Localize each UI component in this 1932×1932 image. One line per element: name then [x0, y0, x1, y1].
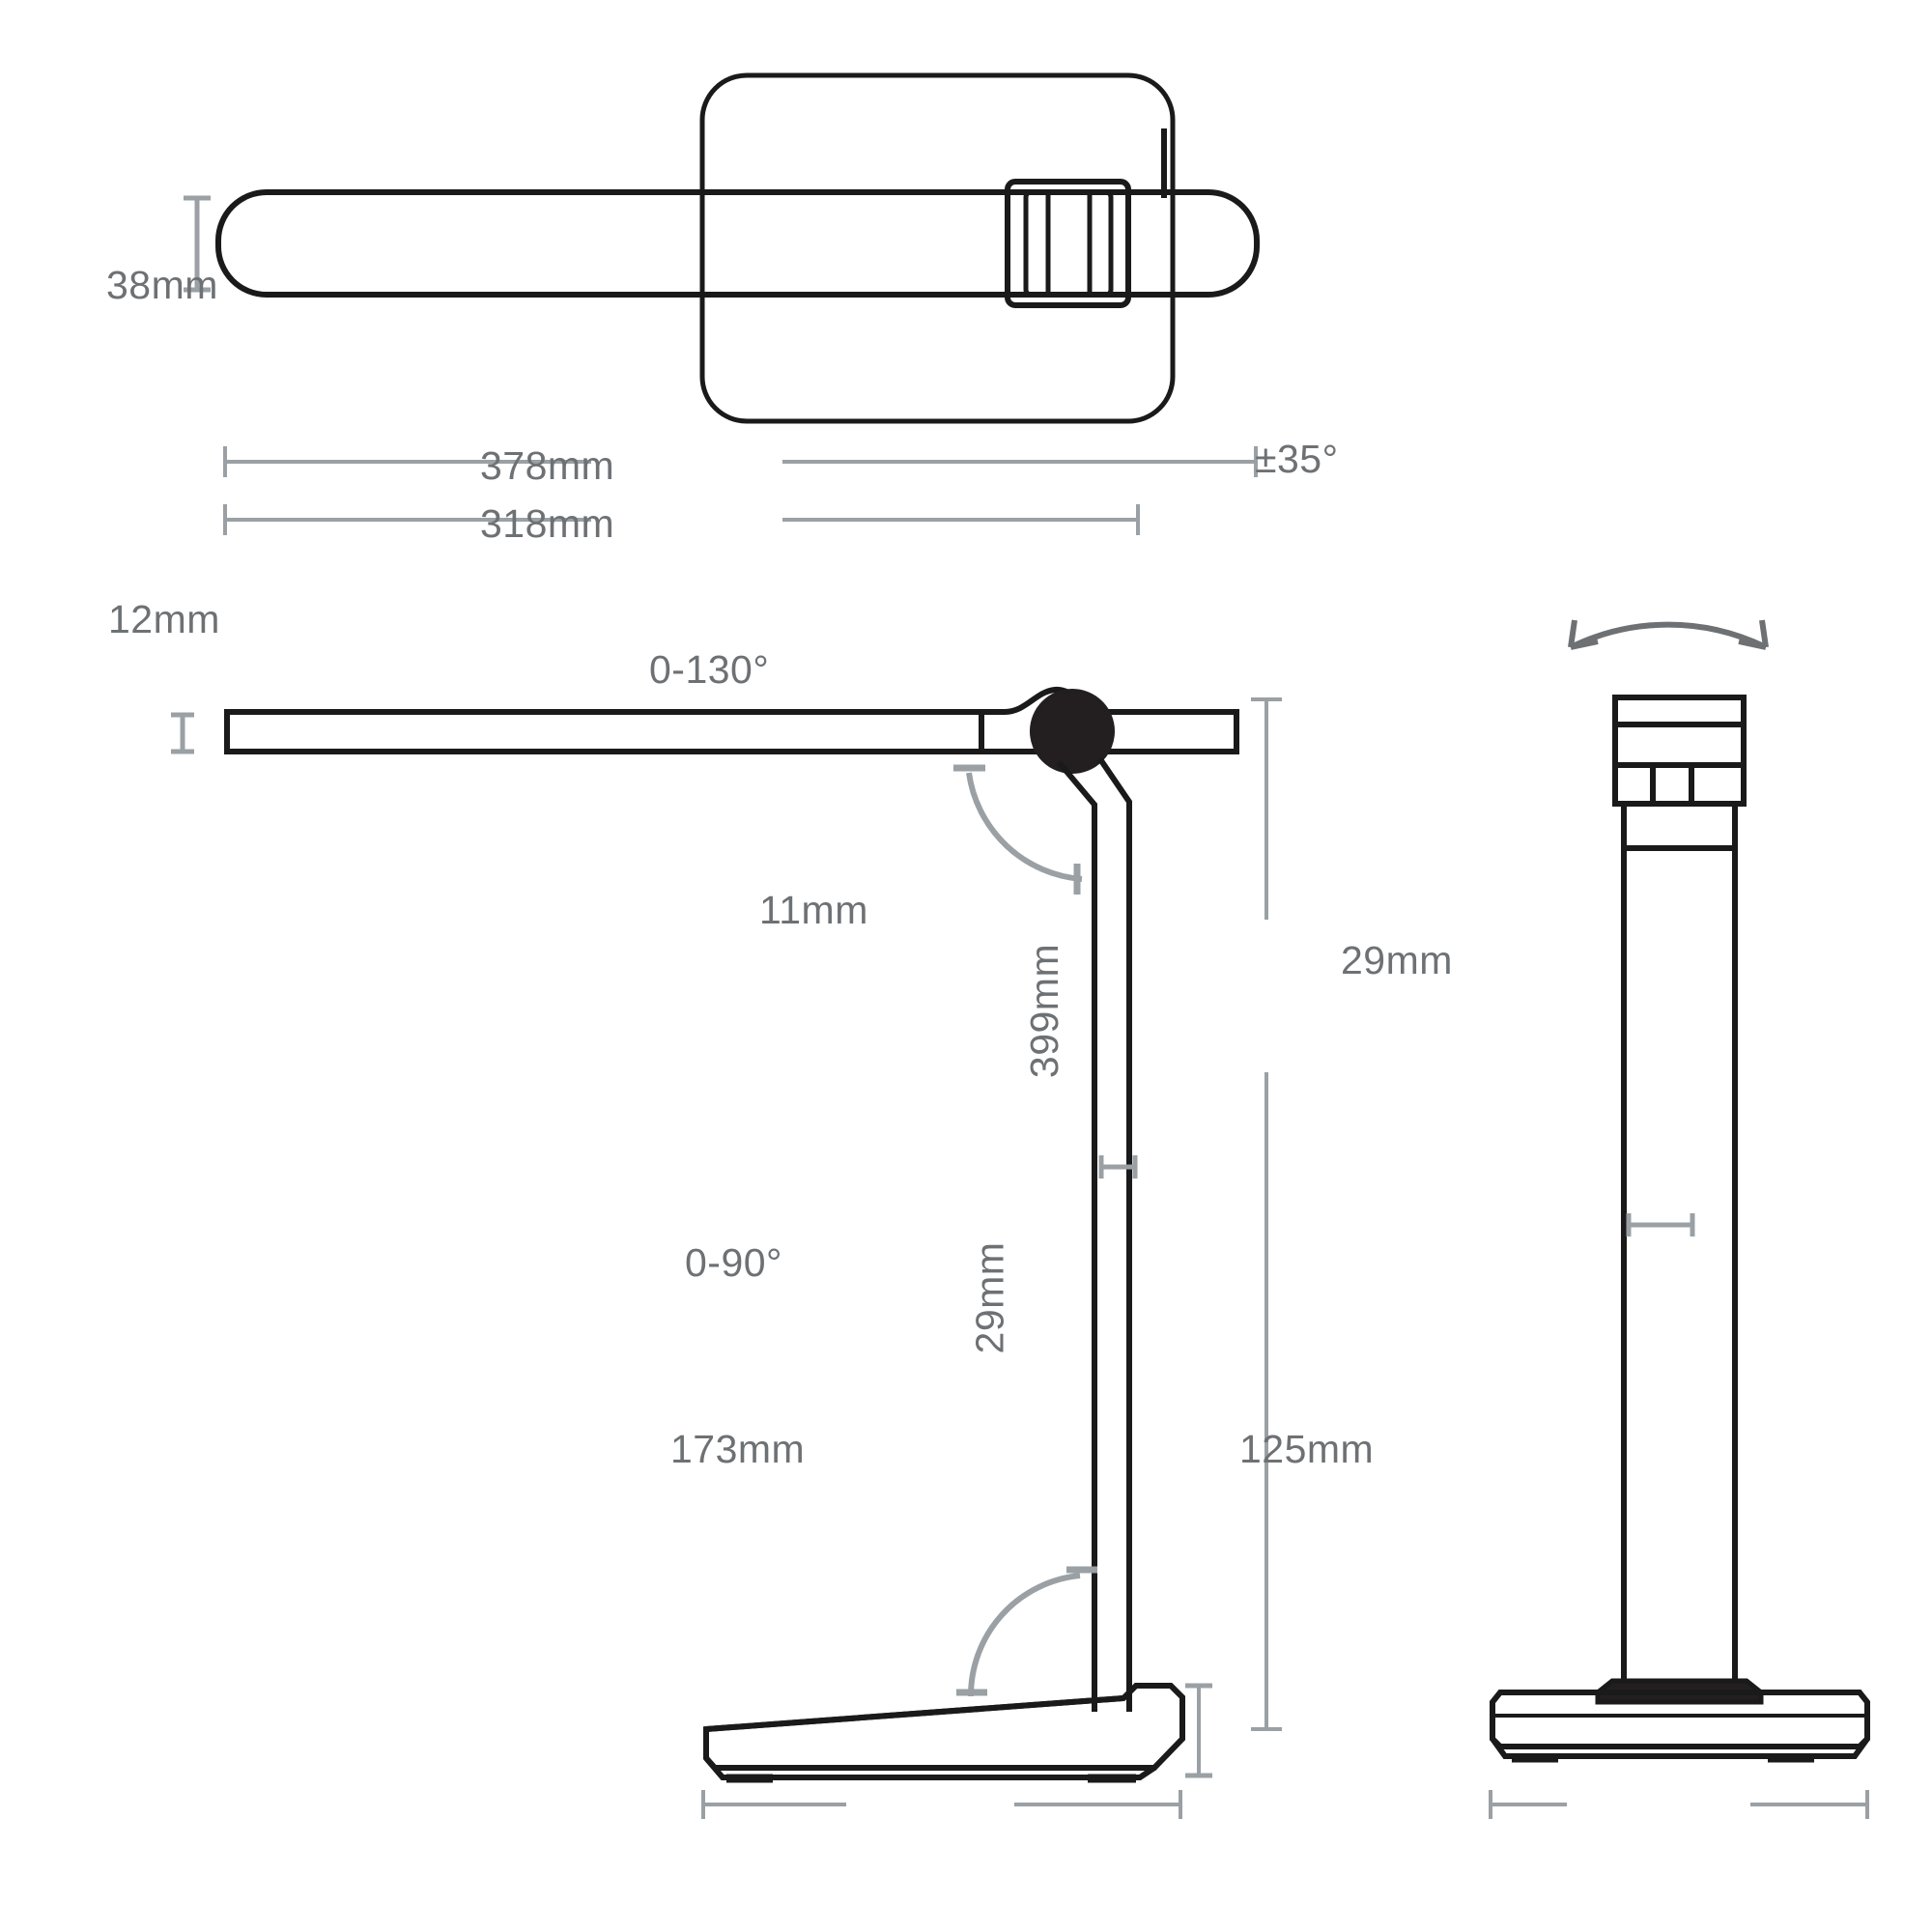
dim-35-arc	[1568, 619, 1769, 650]
dim-label-399mm: 399mm	[1022, 943, 1067, 1079]
side-view-base-bottom-face	[703, 1756, 1156, 1780]
front-view-head-body	[1612, 722, 1747, 768]
side-view-base-top-face	[705, 1695, 1124, 1732]
dim-label-318mm: 318mm	[480, 501, 615, 546]
front-view-head-hinge-center	[1650, 762, 1694, 807]
top-view-hinge-inner	[1023, 189, 1114, 298]
side-view-post-left-edge	[1056, 760, 1097, 1712]
top-view-hinge-block	[1005, 179, 1131, 308]
dim-29mm-front-marker	[1626, 1213, 1695, 1236]
front-view-head-top-cap	[1612, 695, 1747, 727]
side-view-post-right-edge	[1097, 757, 1132, 1712]
dim-label-11mm: 11mm	[759, 888, 868, 932]
dim-38mm-marker	[184, 195, 211, 293]
dim-label-0-130-deg: 0-130°	[649, 647, 770, 692]
dim-label-125mm: 125mm	[1239, 1427, 1375, 1471]
side-view-group	[171, 446, 1282, 1819]
dim-label-29mm-front: 29mm	[1341, 938, 1453, 982]
top-view-base-plate	[699, 72, 1176, 424]
dim-label-12mm: 12mm	[108, 597, 220, 641]
dim-label-0-90-deg: 0-90°	[685, 1240, 782, 1285]
dim-29mm-side-line	[1185, 1683, 1212, 1778]
front-view-head-hinge-right	[1689, 762, 1747, 807]
front-view-base-underside	[1490, 1737, 1870, 1759]
top-view-arm	[215, 189, 1260, 298]
dim-label-35-deg: ±35°	[1255, 437, 1339, 481]
dim-label-378mm: 378mm	[480, 443, 615, 488]
dim-label-173mm: 173mm	[670, 1427, 806, 1471]
dim-label-29mm-side: 29mm	[967, 1241, 1012, 1354]
front-view-group	[1489, 619, 1870, 1819]
front-view-head-hinge-left	[1612, 762, 1656, 807]
dim-0-130-arc	[953, 764, 1083, 895]
front-view-post-collar	[1621, 801, 1738, 851]
side-view-base-body	[703, 1683, 1185, 1771]
dim-12mm-marker	[171, 712, 194, 754]
top-view-group	[184, 72, 1260, 424]
dim-0-90-arc	[956, 1566, 1097, 1697]
side-view-pivot-hub	[1030, 689, 1115, 774]
dim-399mm-line	[1251, 697, 1282, 1731]
dim-label-38mm: 38mm	[106, 263, 218, 307]
dim-173mm-line	[701, 1790, 1182, 1819]
dim-125mm-line	[1489, 1790, 1869, 1819]
dim-11mm-marker	[1098, 1155, 1138, 1179]
dim-318mm-line	[223, 504, 1140, 535]
dim-378mm-line	[223, 446, 1258, 477]
